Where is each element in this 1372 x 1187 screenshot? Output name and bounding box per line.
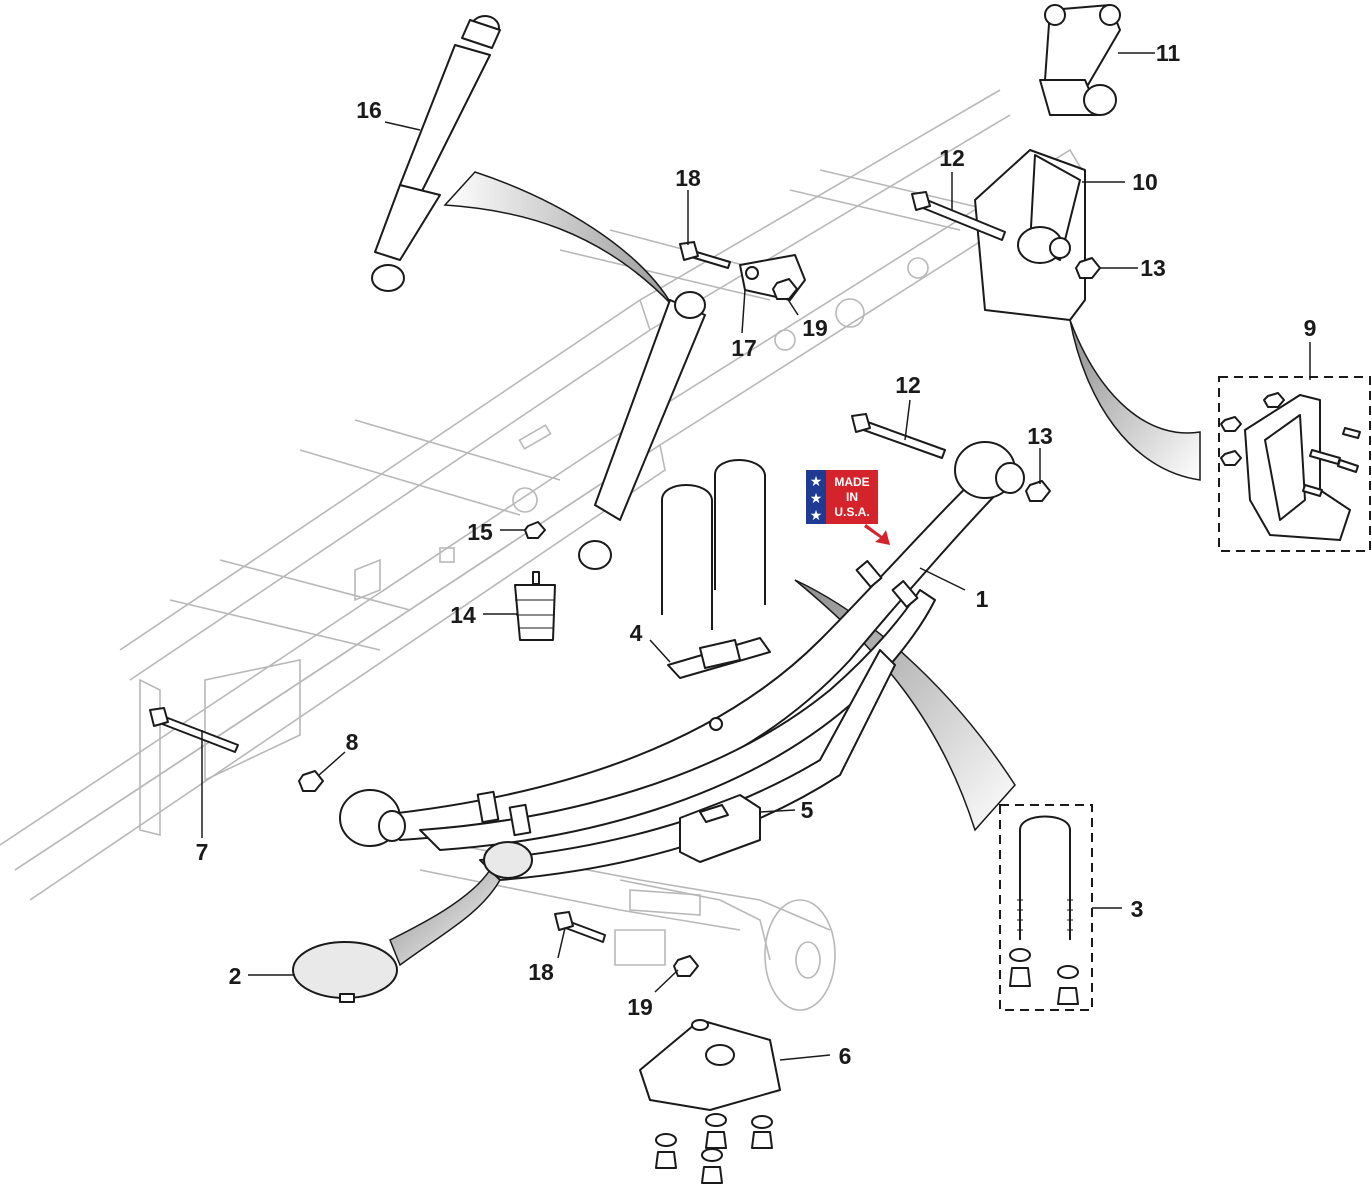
shock-pointer-wedge bbox=[443, 171, 673, 306]
installed-shock bbox=[578, 291, 706, 570]
callout-4: 4 bbox=[630, 620, 643, 646]
badge-line-2: IN bbox=[846, 490, 858, 504]
callout-13-lower: 13 bbox=[1027, 423, 1053, 449]
part-7-bolt bbox=[149, 707, 239, 753]
pad-pointer-wedge bbox=[389, 868, 501, 967]
part-12-bolt-lower bbox=[851, 413, 946, 459]
callout-14: 14 bbox=[450, 602, 476, 628]
leader-lines bbox=[201, 52, 1311, 1061]
part-6-spring-plate bbox=[639, 1019, 781, 1111]
callout-17: 17 bbox=[731, 335, 757, 361]
callout-labels: 1 2 3 4 5 6 7 8 9 10 11 12 12 13 13 14 1… bbox=[196, 40, 1317, 1069]
part-6-nuts-washers bbox=[655, 1113, 773, 1184]
u-bolts-installed bbox=[661, 459, 766, 630]
callout-16: 16 bbox=[356, 97, 382, 123]
callout-5: 5 bbox=[801, 797, 814, 823]
callout-2: 2 bbox=[229, 963, 242, 989]
vehicle-frame bbox=[0, 89, 1087, 931]
part-5-wedge-block bbox=[679, 794, 761, 863]
callout-8: 8 bbox=[346, 729, 359, 755]
callout-13-upper: 13 bbox=[1140, 255, 1166, 281]
callout-18-lower: 18 bbox=[528, 959, 554, 985]
part-11-shackle bbox=[1039, 4, 1121, 116]
callout-9: 9 bbox=[1304, 315, 1317, 341]
svg-text:★: ★ bbox=[810, 508, 823, 524]
bracket-pointer-wedge bbox=[1069, 319, 1201, 481]
part-8-nut bbox=[298, 770, 324, 792]
part-13-nut-lower bbox=[1025, 480, 1051, 502]
part-17-shock-bracket bbox=[739, 254, 806, 301]
badge-line-1: MADE bbox=[834, 475, 869, 489]
part-18-bolt-lower bbox=[554, 911, 606, 943]
callout-15: 15 bbox=[467, 519, 493, 545]
callout-12-lower: 12 bbox=[895, 372, 921, 398]
rear-axle-hub bbox=[614, 879, 836, 1011]
part-9-bracket-kit-box bbox=[1218, 376, 1371, 552]
callout-3: 3 bbox=[1131, 896, 1144, 922]
callout-11: 11 bbox=[1156, 40, 1181, 66]
callout-6: 6 bbox=[839, 1043, 852, 1069]
part-18-bolt-upper bbox=[679, 241, 731, 269]
part-10-hanger-bracket bbox=[974, 149, 1086, 321]
callout-18-upper: 18 bbox=[675, 165, 701, 191]
made-in-usa-badge: ★ ★ ★ MADE IN U.S.A. bbox=[806, 470, 890, 545]
callout-19-lower: 19 bbox=[627, 994, 653, 1020]
badge-line-3: U.S.A. bbox=[834, 505, 869, 519]
part-14-bump-stop bbox=[514, 571, 556, 641]
part-12-bolt-upper bbox=[911, 191, 1006, 241]
part-4-spacer-plate bbox=[667, 637, 771, 679]
part-3-ubolt-kit-box bbox=[999, 804, 1093, 1011]
callout-10: 10 bbox=[1132, 169, 1158, 195]
part-16-shock-absorber bbox=[371, 15, 501, 292]
part-15-nut bbox=[524, 521, 546, 539]
badge-arrow-icon bbox=[864, 524, 890, 545]
part-19-nut-upper bbox=[772, 278, 798, 300]
callout-12-upper: 12 bbox=[939, 145, 965, 171]
part-13-nut-upper bbox=[1075, 257, 1101, 279]
part-2-spring-pad bbox=[292, 941, 398, 1003]
part-19-nut-lower bbox=[673, 955, 699, 977]
svg-text:★: ★ bbox=[810, 491, 823, 507]
svg-text:★: ★ bbox=[810, 474, 823, 490]
callout-7: 7 bbox=[196, 839, 209, 865]
callout-19-upper: 19 bbox=[802, 315, 828, 341]
callout-1: 1 bbox=[976, 586, 989, 612]
